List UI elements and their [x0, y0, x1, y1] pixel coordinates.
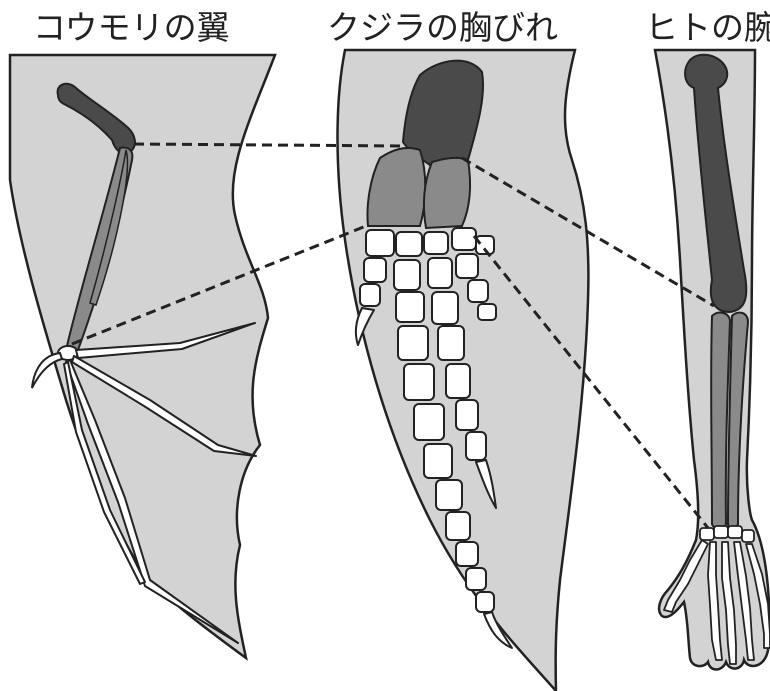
connector-bat-humerus-to-whale — [134, 144, 404, 146]
human-arm — [655, 50, 770, 670]
whale-ulna — [424, 158, 470, 228]
